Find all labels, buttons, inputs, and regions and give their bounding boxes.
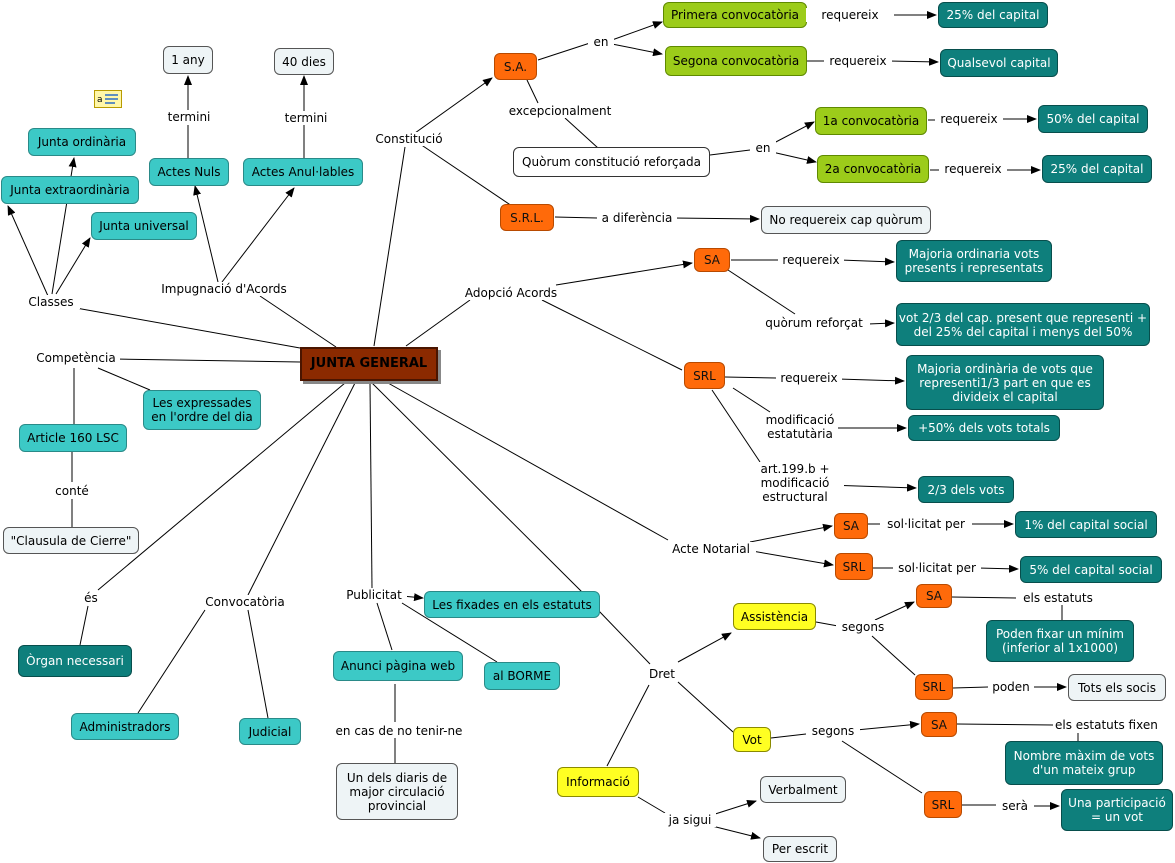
node-srl-acte[interactable]: SRL — [835, 553, 873, 580]
label-competencia: Competència — [32, 351, 120, 365]
label-adopcio: Adopció Acords — [460, 286, 562, 300]
label-art199: art.199.b + modificació estructural — [746, 462, 844, 504]
node-poden-fixar[interactable]: Poden fixar un mínim (inferior al 1x1000… — [986, 620, 1134, 662]
label-acte-notarial: Acte Notarial — [666, 542, 756, 556]
label-requereix-5: requereix — [778, 253, 844, 267]
node-sa-constitucio[interactable]: S.A. — [494, 53, 537, 80]
label-en-cas: en cas de no tenir-ne — [330, 724, 468, 738]
node-sa-vot[interactable]: SA — [921, 712, 957, 737]
label-a-diferencia: a diferència — [597, 211, 677, 225]
node-al-borme[interactable]: al BORME — [484, 662, 560, 690]
label-quorum-reforcat: quòrum reforçat — [758, 316, 870, 330]
label-sera: serà — [996, 799, 1034, 813]
label-requereix-4: requereix — [939, 162, 1007, 176]
label-classes: Classes — [22, 295, 80, 309]
node-segona-convocatoria[interactable]: Segona convocatòria — [665, 46, 807, 76]
label-termini-1: termini — [162, 110, 216, 124]
node-assistencia[interactable]: Assistència — [733, 603, 816, 630]
label-els-estatuts-fixen: els estatuts fixen — [1053, 718, 1158, 732]
label-publicitat: Publicitat — [341, 588, 407, 602]
node-per-escrit[interactable]: Per escrit — [763, 836, 837, 862]
label-els-estatuts: els estatuts — [1016, 591, 1100, 605]
note-icon[interactable]: a — [94, 90, 122, 108]
label-excepcionalment: excepcionalment — [505, 104, 615, 118]
label-constitucio: Constitució — [370, 132, 448, 146]
label-termini-2: termini — [278, 111, 334, 125]
node-qualsevol-capital[interactable]: Qualsevol capital — [940, 49, 1058, 77]
central-node[interactable]: JUNTA GENERAL — [300, 347, 438, 381]
node-srl-assistencia[interactable]: SRL — [915, 674, 953, 700]
label-en-2: en — [750, 141, 776, 155]
node-anunci-web[interactable]: Anunci pàgina web — [333, 651, 463, 681]
node-judicial[interactable]: Judicial — [239, 718, 301, 745]
node-les-expressades[interactable]: Les expressades en l'ordre del dia — [143, 390, 261, 430]
node-clausula-cierre[interactable]: "Clausula de Cierre" — [3, 527, 139, 554]
node-sa-assistencia[interactable]: SA — [916, 584, 952, 608]
label-impugnacio: Impugnació d'Acords — [156, 282, 292, 296]
label-requereix-3: requereix — [935, 112, 1003, 126]
node-50-capital[interactable]: 50% del capital — [1038, 105, 1148, 133]
svg-text:a: a — [97, 95, 103, 105]
node-una-participacio[interactable]: Una participació = un vot — [1061, 789, 1173, 831]
node-nombre-maxim[interactable]: Nombre màxim de vots d'un mateix grup — [1005, 741, 1163, 785]
node-no-requereix[interactable]: No requereix cap quòrum — [761, 206, 931, 234]
label-ja-sigui: ja sigui — [664, 813, 716, 827]
label-dret: Dret — [642, 667, 682, 681]
node-2a-convocatoria[interactable]: 2a convocatòria — [817, 155, 929, 183]
node-50-vots[interactable]: +50% dels vots totals — [908, 415, 1060, 441]
node-majoria-ordinaria-sa[interactable]: Majoria ordinaria vots presents i repres… — [896, 240, 1052, 282]
node-srl-adopcio[interactable]: SRL — [684, 362, 725, 389]
node-primera-convocatoria[interactable]: Primera convocatòria — [663, 2, 807, 28]
node-verbalment[interactable]: Verbalment — [760, 776, 846, 803]
node-junta-extraordinaria[interactable]: Junta extraordinària — [1, 176, 139, 204]
node-informacio[interactable]: Informació — [557, 767, 639, 797]
node-25-capital[interactable]: 25% del capital — [938, 2, 1048, 28]
label-es: és — [78, 591, 104, 605]
node-vot-2-3[interactable]: vot 2/3 del cap. present que representi … — [896, 303, 1150, 346]
node-1-any[interactable]: 1 any — [163, 46, 213, 74]
node-diaris[interactable]: Un dels diaris de major circulació provi… — [336, 763, 458, 820]
node-srl-constitucio[interactable]: S.R.L. — [500, 204, 554, 231]
label-segons-1: segons — [836, 620, 890, 634]
label-poden: poden — [988, 680, 1034, 694]
node-1-capital-social[interactable]: 1% del capital social — [1015, 511, 1157, 538]
node-srl-vot[interactable]: SRL — [924, 791, 962, 818]
label-modificacio: modificació estatutària — [762, 413, 838, 441]
label-conte: conté — [52, 484, 92, 498]
node-2-3-vots[interactable]: 2/3 dels vots — [918, 476, 1014, 503]
label-convocatoria: Convocatòria — [200, 595, 290, 609]
node-junta-ordinaria[interactable]: Junta ordinària — [28, 128, 136, 156]
label-requereix-2: requereix — [824, 54, 892, 68]
node-les-fixades[interactable]: Les fixades en els estatuts — [424, 591, 600, 618]
node-25-capital-b[interactable]: 25% del capital — [1042, 155, 1152, 183]
node-administradors[interactable]: Administradors — [71, 713, 179, 740]
node-article-160[interactable]: Article 160 LSC — [19, 424, 127, 452]
label-requereix-1: requereix — [806, 8, 894, 22]
node-actes-anulables[interactable]: Actes Anul·lables — [243, 158, 363, 186]
label-sollicitat-1: sol·licitat per — [880, 517, 972, 531]
node-junta-universal[interactable]: Junta universal — [91, 212, 197, 240]
label-segons-2: segons — [806, 724, 860, 738]
node-5-capital-social[interactable]: 5% del capital social — [1020, 556, 1162, 583]
node-40-dies[interactable]: 40 dies — [274, 48, 334, 75]
node-actes-nuls[interactable]: Actes Nuls — [149, 158, 229, 186]
node-quorum-reforcada[interactable]: Quòrum constitució reforçada — [513, 147, 710, 177]
node-1a-convocatoria[interactable]: 1a convocatòria — [815, 107, 927, 135]
label-sollicitat-2: sol·licitat per — [893, 561, 981, 575]
node-sa-adopcio[interactable]: SA — [694, 248, 730, 272]
label-requereix-6: requereix — [776, 371, 842, 385]
node-tots-socis[interactable]: Tots els socis — [1068, 674, 1166, 701]
node-organ-necessari[interactable]: Òrgan necessari — [18, 645, 132, 677]
node-majoria-ordinaria-srl[interactable]: Majoria ordinària de vots que representi… — [906, 355, 1104, 410]
label-en-1: en — [588, 35, 614, 49]
node-vot[interactable]: Vot — [733, 727, 771, 752]
node-sa-acte[interactable]: SA — [834, 513, 868, 539]
